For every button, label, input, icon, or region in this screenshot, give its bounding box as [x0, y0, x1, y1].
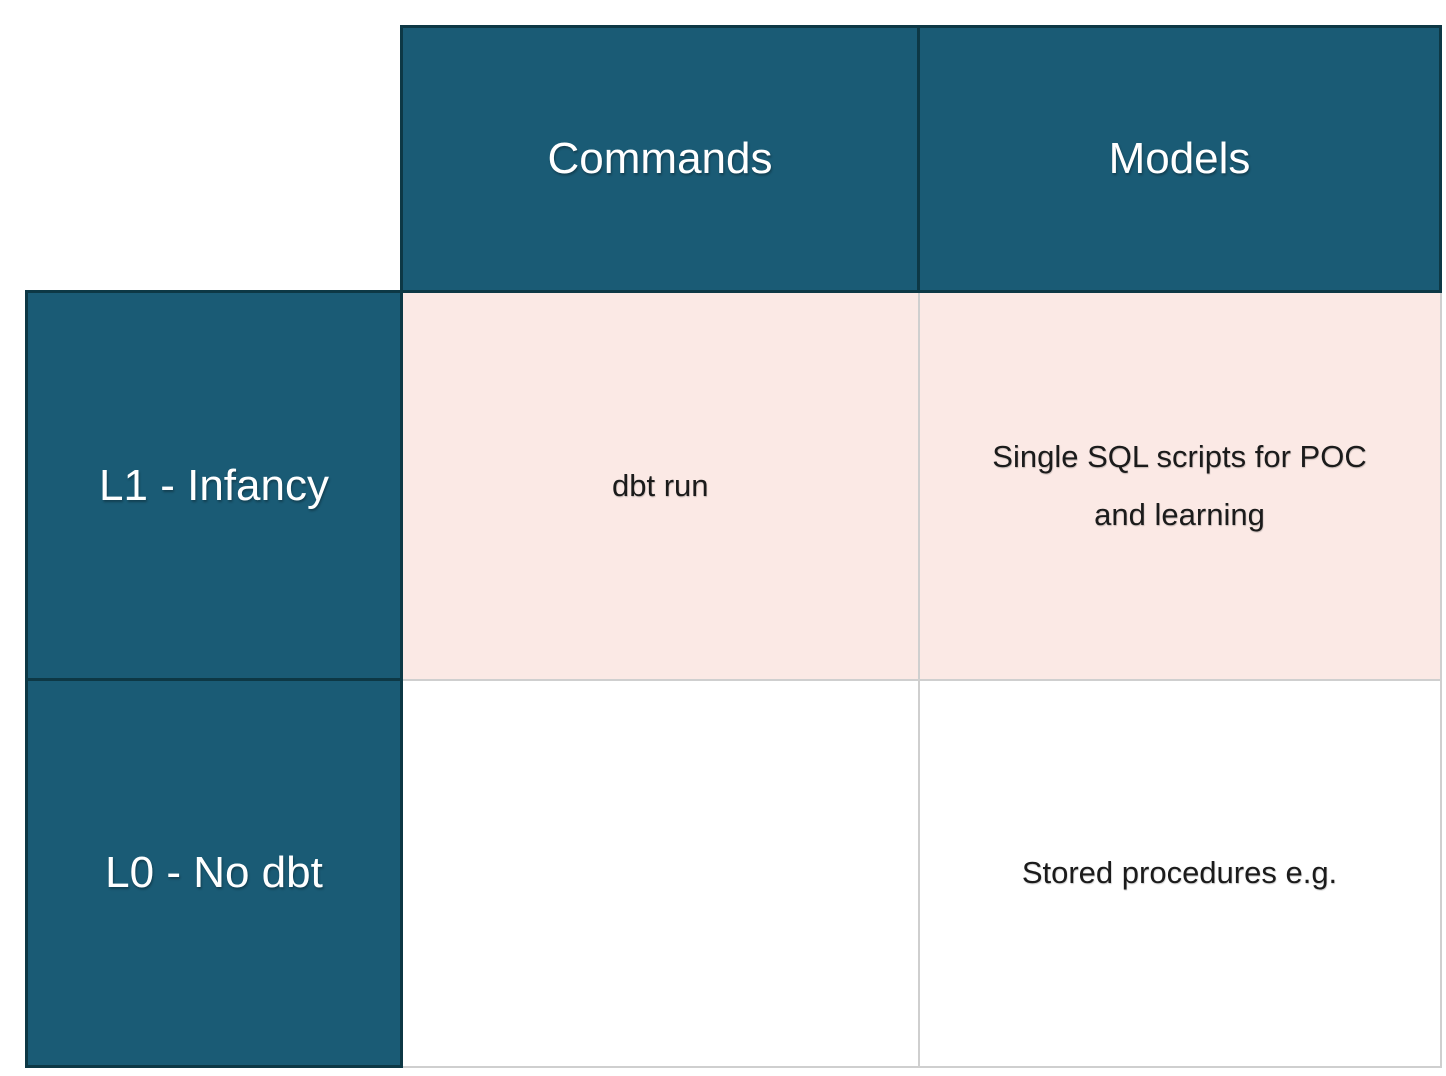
column-header-models: Models: [917, 25, 1442, 293]
row-header-l1-infancy: L1 - Infancy: [25, 290, 403, 681]
cell-l1-commands: dbt run: [400, 290, 920, 681]
cell-l0-commands: [400, 678, 920, 1068]
row-header-l0-no-dbt: L0 - No dbt: [25, 678, 403, 1068]
header-row: Commands Models: [27, 25, 1442, 293]
empty-corner-cell: [27, 27, 402, 292]
maturity-matrix-table: Commands Models L1 - Infancy dbt run Sin…: [25, 25, 1442, 1068]
table-row-l0: L0 - No dbt Stored procedures e.g.: [25, 678, 1442, 1068]
cell-l1-models: Single SQL scripts for POC and learning: [917, 290, 1442, 681]
cell-l0-models: Stored procedures e.g.: [917, 678, 1442, 1068]
table-row-l1: L1 - Infancy dbt run Single SQL scripts …: [25, 290, 1442, 681]
column-header-commands: Commands: [400, 25, 920, 293]
